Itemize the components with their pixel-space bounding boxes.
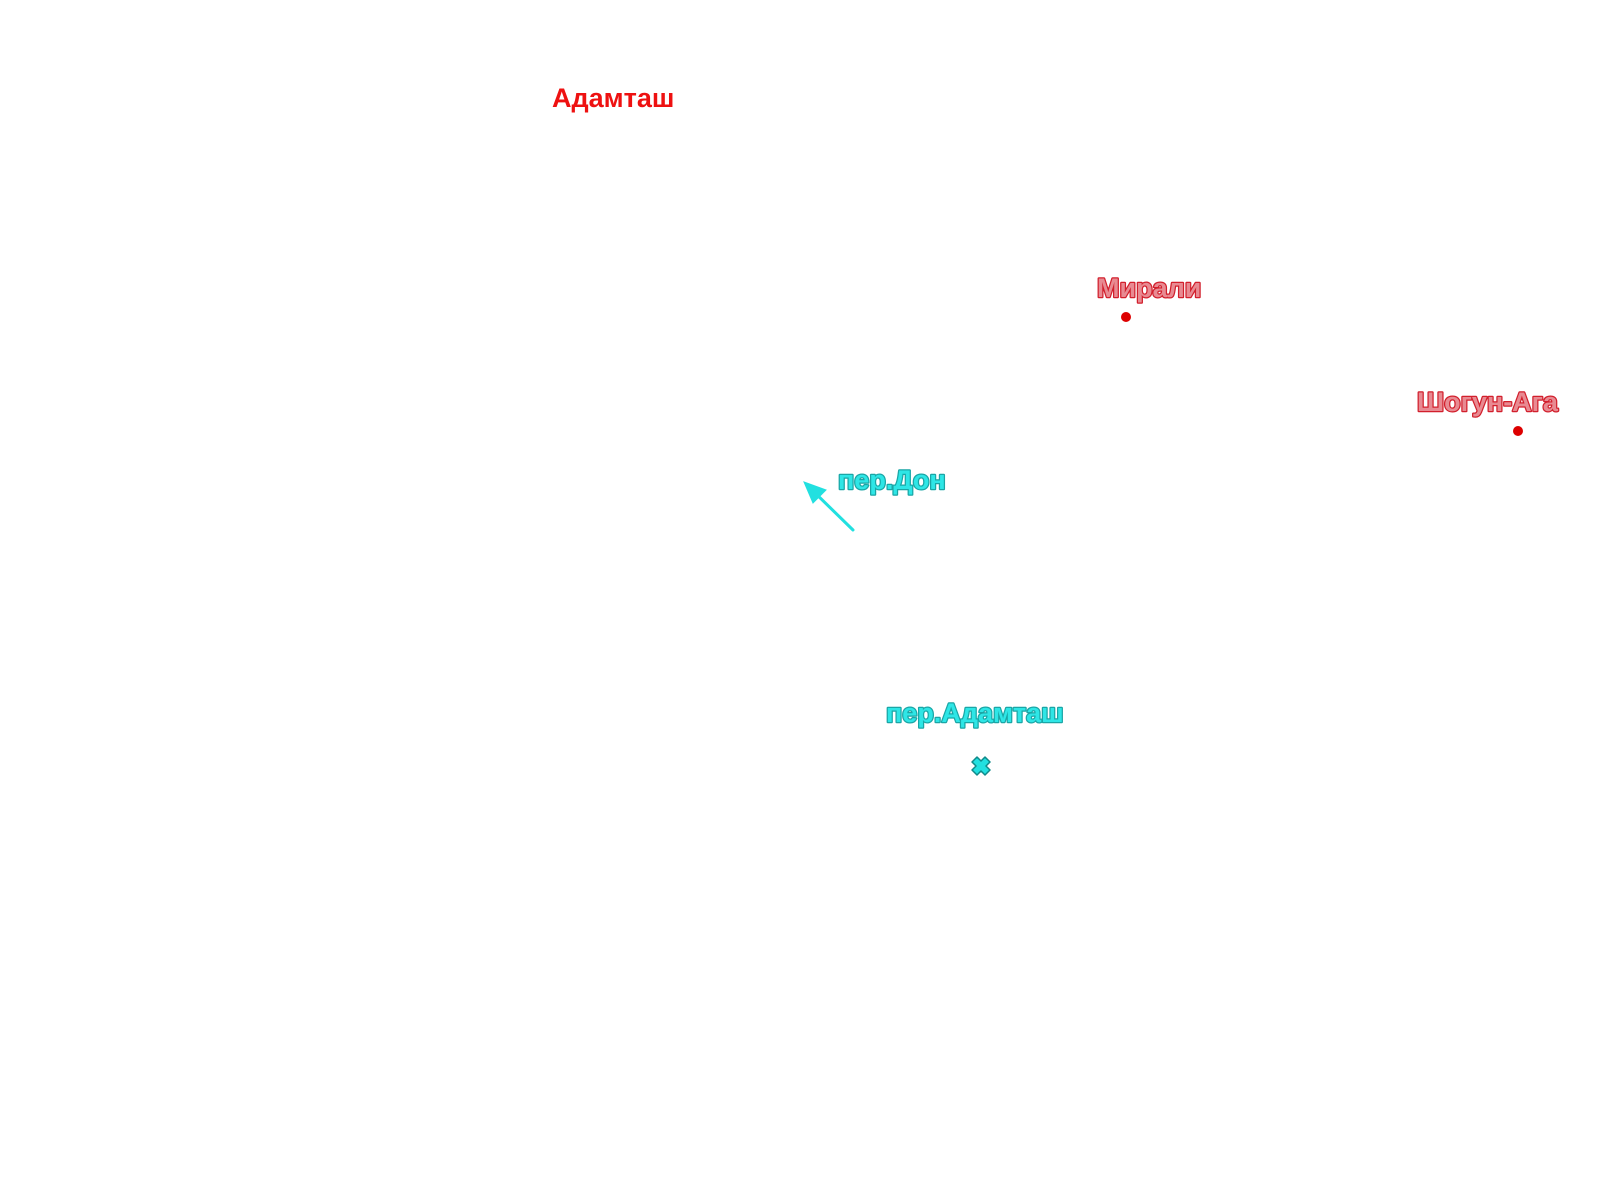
village-label-shogun-aga: Шогун-Ага bbox=[1417, 387, 1559, 417]
village-mirali-dot-icon bbox=[1121, 312, 1131, 322]
village-shogun-aga-dot-icon bbox=[1513, 426, 1523, 436]
region-label-adamtash: Адамташ bbox=[552, 83, 674, 113]
village-label-mirali: Мирали bbox=[1097, 273, 1201, 303]
pass-don-direction-arrow-icon bbox=[803, 481, 855, 532]
pass-label-adamtash: пер.Адамташ bbox=[886, 698, 1064, 728]
pass-label-don: пер.Дон bbox=[838, 465, 946, 495]
pass-adamtash-cross-icon bbox=[971, 756, 991, 776]
